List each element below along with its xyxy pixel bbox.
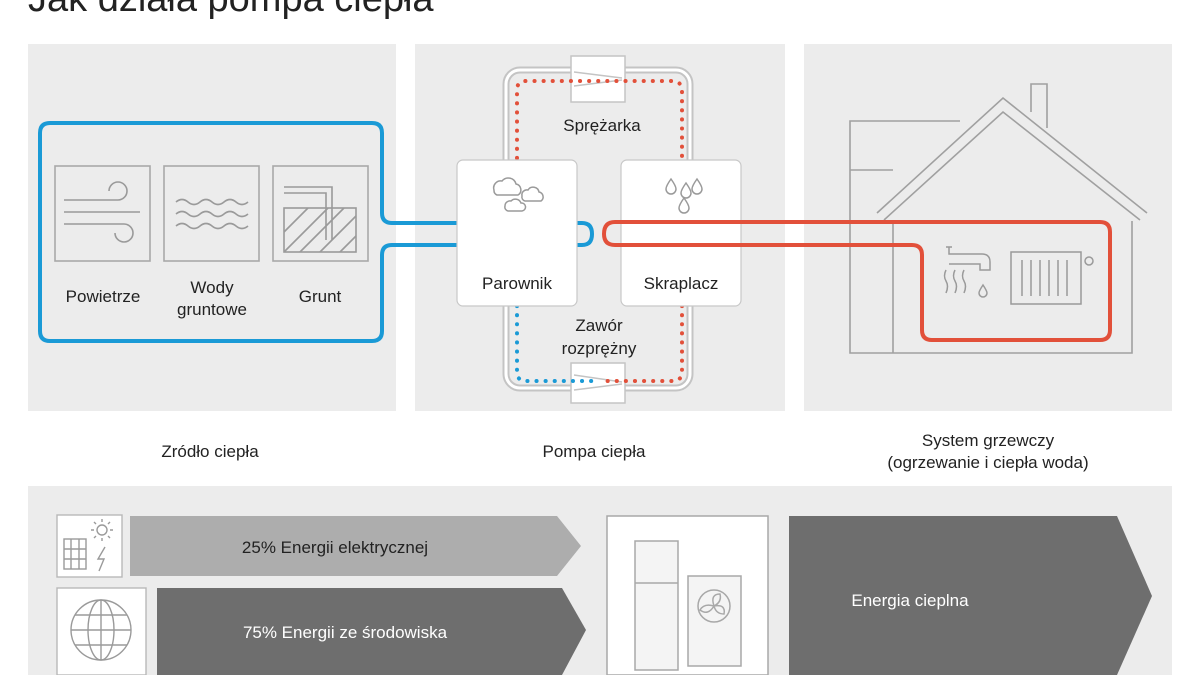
droplets-icon xyxy=(665,177,703,214)
hot-loop-line xyxy=(601,220,1112,342)
compressor-icon xyxy=(570,55,626,103)
source-panel xyxy=(28,44,396,411)
ground-probe-icon xyxy=(272,165,369,262)
valve-label-2: rozprężny xyxy=(562,339,637,358)
faucet-icon xyxy=(943,246,991,298)
vapor-cloud-icon xyxy=(492,177,544,212)
pump-caption: Pompa ciepła xyxy=(542,442,646,461)
globe-icon xyxy=(56,587,147,675)
electric-energy-arrow xyxy=(130,516,581,576)
cold-flow-dots xyxy=(515,304,596,383)
source-label-groundwater-1: Wody xyxy=(190,278,234,297)
thermal-energy-label: Energia cieplna xyxy=(851,591,969,610)
evaporator-label: Parownik xyxy=(482,274,552,293)
environment-energy-label: 75% Energii ze środowiska xyxy=(243,623,448,642)
valve-label-1: Zawór xyxy=(575,316,623,335)
hot-flow-dots-lower xyxy=(598,304,684,383)
source-caption: Zródło ciepła xyxy=(161,442,259,461)
compressor-label: Sprężarka xyxy=(563,116,641,135)
heating-caption-1: System grzewczy xyxy=(921,431,1055,450)
hot-flow-dots xyxy=(515,79,684,160)
page-title: Jak działa pompa ciepła xyxy=(28,0,434,21)
radiator-icon xyxy=(1010,251,1094,305)
electric-energy-label: 25% Energii elektrycznej xyxy=(242,538,428,557)
heating-panel xyxy=(804,44,1172,411)
environment-energy-arrow xyxy=(157,588,586,675)
house-icon xyxy=(849,83,1148,354)
heating-caption-2: (ogrzewanie i ciepła woda) xyxy=(887,453,1089,472)
expansion-valve-icon xyxy=(570,362,626,404)
thermal-energy-arrow xyxy=(789,516,1152,675)
solar-panel-icon xyxy=(56,514,123,578)
condenser-label: Skraplacz xyxy=(644,274,719,293)
heat-pump-unit-icon xyxy=(606,515,769,675)
source-label-air: Powietrze xyxy=(66,287,141,306)
wind-icon xyxy=(54,165,151,262)
source-label-ground: Grunt xyxy=(299,287,342,306)
condenser-box xyxy=(620,159,742,307)
evaporator-box xyxy=(456,159,578,307)
source-label-groundwater-2: gruntowe xyxy=(177,300,247,319)
water-waves-icon xyxy=(163,165,260,262)
